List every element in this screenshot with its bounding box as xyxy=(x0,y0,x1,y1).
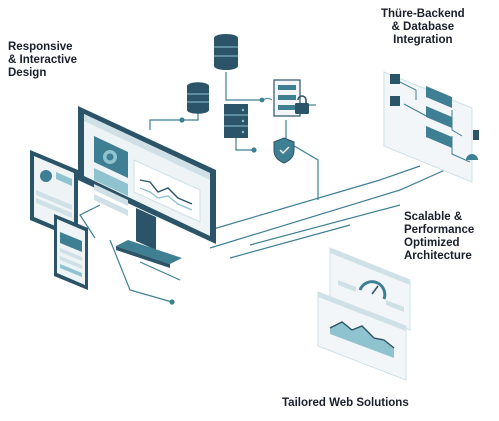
database-icon xyxy=(187,82,209,114)
lock-icon xyxy=(295,95,309,114)
desktop-monitor-icon xyxy=(78,106,216,268)
server-icon xyxy=(224,104,248,138)
label-scalable-architecture: Scalable & Performance Optimized Archite… xyxy=(404,211,475,262)
shield-icon xyxy=(273,137,295,164)
tablet-icon xyxy=(30,150,78,240)
database-icon xyxy=(214,34,238,70)
label-backend-integration: Thüre-Backend & Database Integration xyxy=(381,8,465,46)
flow-diagram-icon xyxy=(383,71,479,183)
connection-dots xyxy=(169,97,265,305)
chart-panel-icon xyxy=(317,291,407,381)
cloud-icon xyxy=(261,97,273,103)
server-icon xyxy=(273,79,301,117)
label-responsive-design: Responsive & Interactive Design xyxy=(8,41,78,79)
phone-icon xyxy=(54,214,88,290)
gauge-icon xyxy=(329,247,411,331)
label-tailored-web-solutions: Tailored Web Solutions xyxy=(282,397,409,409)
